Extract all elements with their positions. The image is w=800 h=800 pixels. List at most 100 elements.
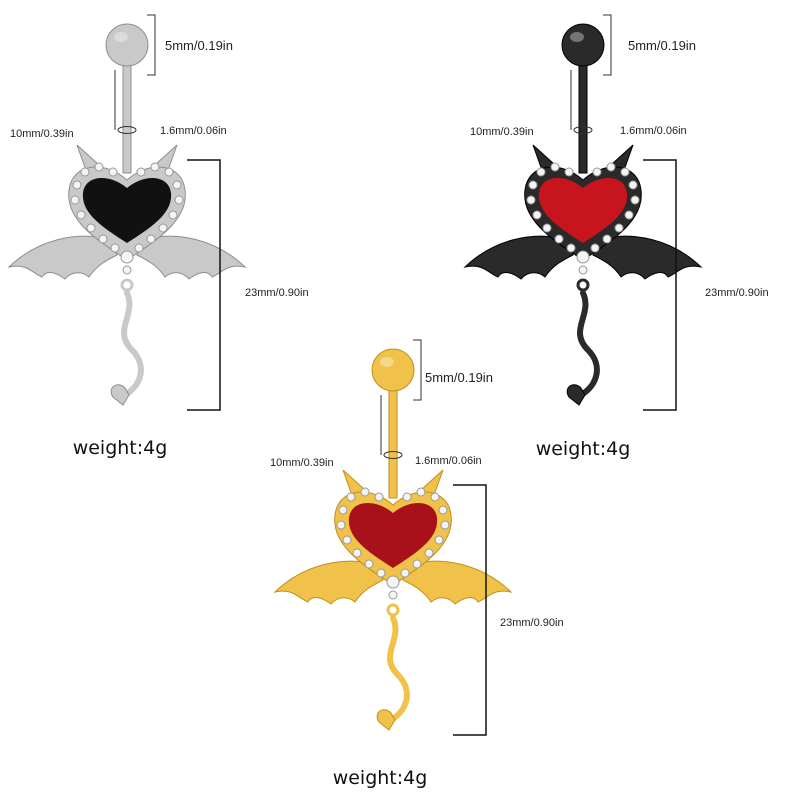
crystal xyxy=(110,243,120,253)
bar-length-label: 10mm/0.39in xyxy=(10,128,74,140)
crystal xyxy=(360,487,370,497)
crystal xyxy=(94,162,104,172)
crystal xyxy=(578,265,588,275)
crystal xyxy=(550,162,560,172)
product-silver xyxy=(7,14,247,411)
crystal xyxy=(86,223,96,233)
product-gold xyxy=(273,339,513,736)
bar-length-label: 10mm/0.39in xyxy=(270,457,334,469)
weight-label: weight:4g xyxy=(333,767,428,789)
crystal xyxy=(430,492,440,502)
gauge-label: 1.6mm/0.06in xyxy=(415,455,482,467)
ball-size-label: 5mm/0.19in xyxy=(165,38,233,53)
crystal xyxy=(158,223,168,233)
crystal xyxy=(72,180,82,190)
crystal xyxy=(374,492,384,502)
metal-part xyxy=(273,560,384,605)
weight-label: weight:4g xyxy=(536,438,631,460)
crystal xyxy=(352,548,362,558)
crystal xyxy=(564,167,574,177)
bar-length-label: 10mm/0.39in xyxy=(470,126,534,138)
jump-ring xyxy=(386,603,400,617)
crystal xyxy=(336,520,346,530)
crystal xyxy=(120,250,134,264)
crystal xyxy=(400,568,410,578)
crystal xyxy=(364,559,374,569)
crystal xyxy=(416,487,426,497)
crystal xyxy=(402,492,412,502)
jump-ring xyxy=(120,278,134,292)
crystal xyxy=(592,167,602,177)
metal-part xyxy=(376,709,396,731)
top-ball xyxy=(371,348,415,392)
crystal xyxy=(566,243,576,253)
drop-length-label: 23mm/0.90in xyxy=(500,617,564,629)
jump-ring xyxy=(576,278,590,292)
crystal xyxy=(80,167,90,177)
crystal xyxy=(98,234,108,244)
crystal xyxy=(528,180,538,190)
metal-part xyxy=(7,235,118,280)
barbell xyxy=(388,387,398,499)
metal-part xyxy=(463,235,574,280)
belly-ring-silver xyxy=(7,14,247,411)
crystal xyxy=(376,568,386,578)
crystal xyxy=(440,520,450,530)
crystal xyxy=(602,234,612,244)
crystal xyxy=(388,590,398,600)
crystal xyxy=(590,243,600,253)
crystal xyxy=(134,243,144,253)
crystal xyxy=(624,210,634,220)
crystal xyxy=(532,210,542,220)
crystal xyxy=(424,548,434,558)
top-ball xyxy=(105,23,149,67)
crystal xyxy=(434,535,444,545)
crystal xyxy=(168,210,178,220)
crystal xyxy=(386,575,400,589)
crystal xyxy=(628,180,638,190)
barbell xyxy=(578,62,588,174)
crystal xyxy=(630,195,640,205)
gauge-label: 1.6mm/0.06in xyxy=(160,125,227,137)
crystal xyxy=(438,505,448,515)
crystal xyxy=(614,223,624,233)
ball-size-label: 5mm/0.19in xyxy=(628,38,696,53)
crystal xyxy=(146,234,156,244)
crystal xyxy=(338,505,348,515)
barbell xyxy=(122,62,132,174)
crystal xyxy=(174,195,184,205)
crystal xyxy=(164,167,174,177)
crystal xyxy=(342,535,352,545)
belly-ring-black xyxy=(463,14,703,411)
devil-tail xyxy=(577,290,600,398)
crystal xyxy=(526,195,536,205)
product-black xyxy=(463,14,703,411)
top-ball xyxy=(561,23,605,67)
crystal xyxy=(536,167,546,177)
gauge-label: 1.6mm/0.06in xyxy=(620,125,687,137)
crystal xyxy=(136,167,146,177)
metal-part xyxy=(566,384,586,406)
enamel-heart xyxy=(538,177,628,243)
crystal xyxy=(172,180,182,190)
crystal xyxy=(412,559,422,569)
crystal xyxy=(542,223,552,233)
crystal xyxy=(70,195,80,205)
weight-label: weight:4g xyxy=(73,437,168,459)
drop-length-label: 23mm/0.90in xyxy=(245,287,309,299)
crystal xyxy=(554,234,564,244)
drop-length-label: 23mm/0.90in xyxy=(705,287,769,299)
crystal xyxy=(606,162,616,172)
ball-size-label: 5mm/0.19in xyxy=(425,370,493,385)
crystal xyxy=(346,492,356,502)
devil-tail xyxy=(387,615,410,723)
crystal xyxy=(76,210,86,220)
crystal xyxy=(150,162,160,172)
crystal xyxy=(108,167,118,177)
crystal xyxy=(620,167,630,177)
crystal xyxy=(122,265,132,275)
belly-ring-gold xyxy=(273,339,513,736)
devil-tail xyxy=(121,290,144,398)
